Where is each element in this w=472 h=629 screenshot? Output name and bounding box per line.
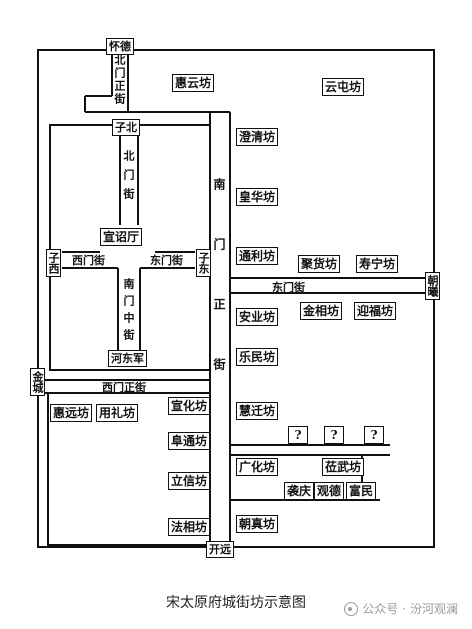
gate-south: 开远 <box>206 541 234 558</box>
fang-jinxiang: 金相坊 <box>300 302 343 320</box>
gate-west: 金城 <box>30 368 45 396</box>
street-inner-south: 南门中街 <box>122 278 135 346</box>
street-south-main: 南门正街 <box>212 178 226 418</box>
street-west-main: 西门正街 <box>102 381 146 394</box>
fang-liwu: 莅武坊 <box>322 458 365 476</box>
fang-juhuo: 聚货坊 <box>298 255 341 273</box>
fang-tongli: 通利坊 <box>236 247 279 265</box>
inner-gate-north: 子北 <box>112 119 140 136</box>
south-west-district <box>47 392 211 546</box>
watermark: 公众号 · 汾河观澜 <box>344 600 458 617</box>
fang-chaozhen: 朝真坊 <box>236 515 279 533</box>
street-east-main: 东门街 <box>272 281 305 294</box>
fang-yingfu: 迎福坊 <box>354 302 397 320</box>
fang-fumin: 富民 <box>346 482 377 500</box>
fang-huanghua: 皇华坊 <box>236 188 279 206</box>
street-west-inner: 西门街 <box>72 254 105 267</box>
fang-unknown-1: ? <box>288 426 308 444</box>
fang-guande: 观德 <box>314 482 345 500</box>
fang-lemin: 乐民坊 <box>236 348 279 366</box>
fang-guanghua: 广化坊 <box>236 458 279 476</box>
fang-futong: 阜通坊 <box>168 432 211 450</box>
fang-yongli: 用礼坊 <box>96 404 139 422</box>
watermark-prefix: 公众号 · <box>362 602 406 616</box>
wechat-icon <box>344 601 359 616</box>
fang-xuanhua: 宣化坊 <box>168 397 211 415</box>
inner-gate-east: 子东 <box>196 249 211 277</box>
fang-huiyun: 惠云坊 <box>172 74 215 92</box>
fang-unknown-2: ? <box>324 426 344 444</box>
fang-huiyuan: 惠远坊 <box>50 404 93 422</box>
fang-anye: 安业坊 <box>236 308 279 326</box>
fang-huiqian: 慧迁坊 <box>236 402 279 420</box>
watermark-name: 汾河观澜 <box>409 602 458 616</box>
street-east-inner: 东门街 <box>150 254 183 267</box>
fang-chengqing: 澄清坊 <box>236 128 279 146</box>
inner-gate-west: 子西 <box>46 249 61 277</box>
inner-gate-south: 河东军 <box>108 350 147 367</box>
street-north-main: 北门正街 <box>113 54 126 106</box>
xuanzhao-hall: 宣诏厅 <box>100 228 143 246</box>
fang-shouning: 寿宁坊 <box>356 255 399 273</box>
fang-unknown-3: ? <box>364 426 384 444</box>
gate-north: 怀德 <box>106 38 134 55</box>
fang-faxiang: 法相坊 <box>168 518 211 536</box>
street-inner-north: 北门街 <box>122 150 135 207</box>
map-caption: 宋太原府城街坊示意图 <box>166 595 306 611</box>
fang-jiqing: 袭庆 <box>284 482 315 500</box>
gate-east: 朝曦 <box>425 272 440 300</box>
fang-yuntun: 云屯坊 <box>322 78 365 96</box>
fang-lixin: 立信坊 <box>168 472 211 490</box>
